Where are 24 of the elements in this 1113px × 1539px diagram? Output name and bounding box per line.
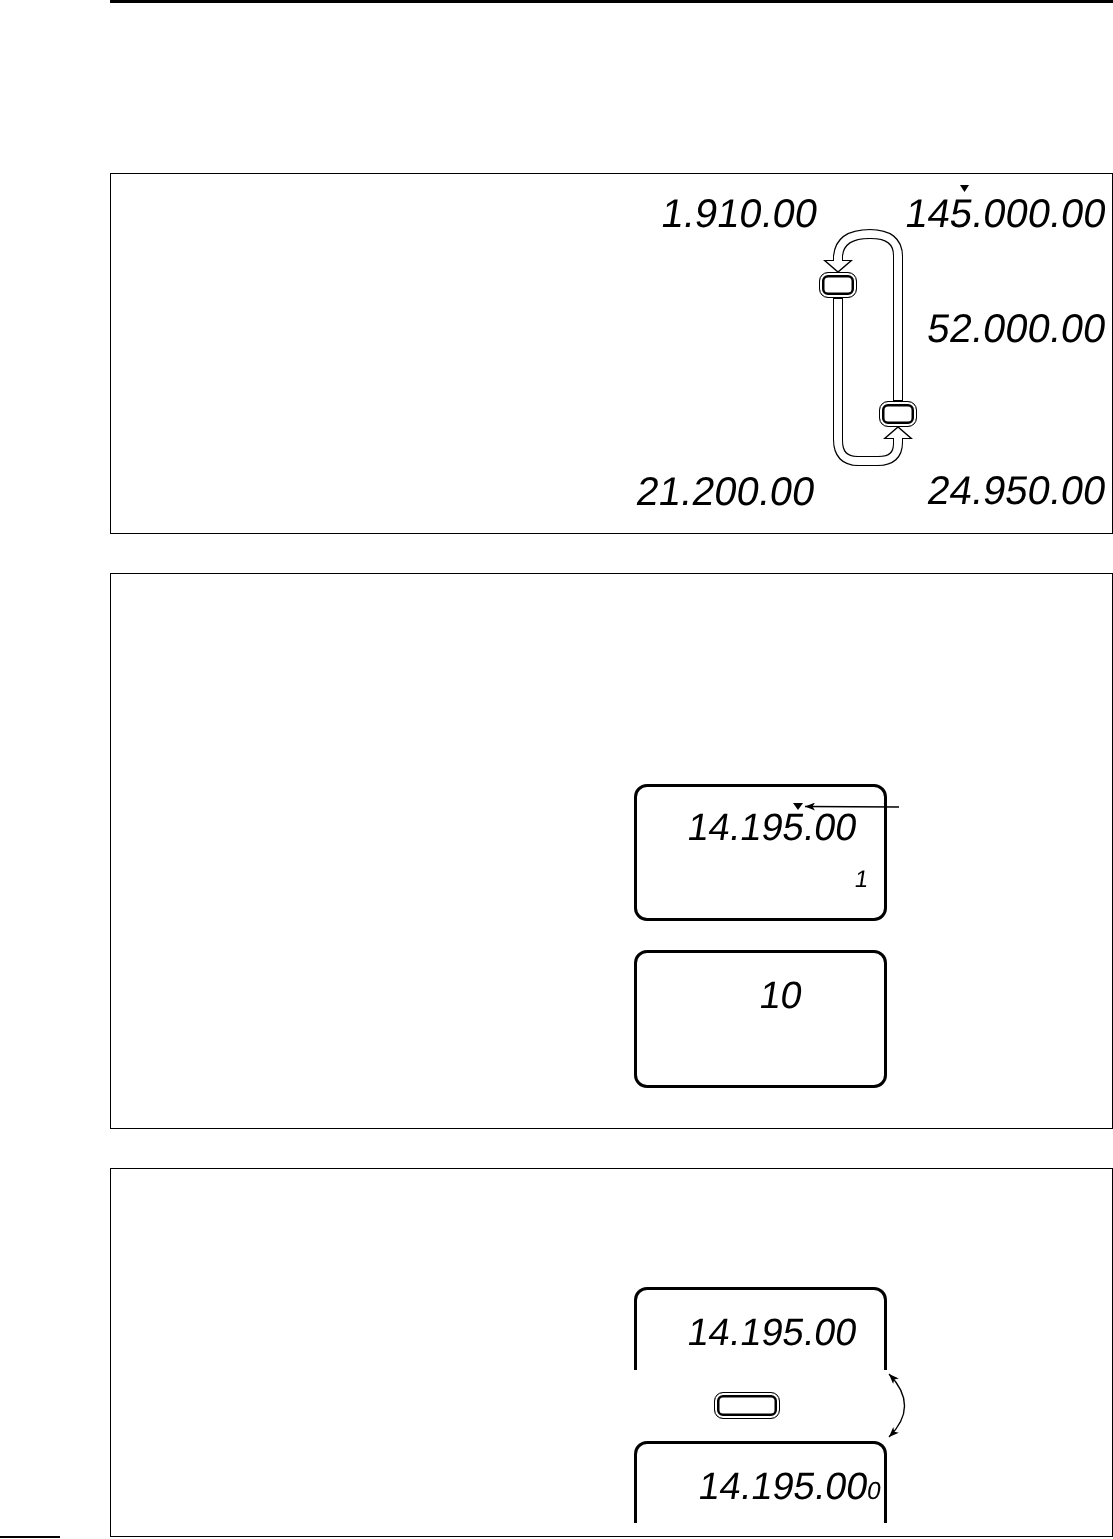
frequency-readout: 1.910.00 [659, 193, 822, 233]
key-symbol [713, 1391, 780, 1419]
pipe-arrow [833, 298, 913, 466]
caret-icon [792, 802, 803, 810]
frequency-readout: 145.000.00 [902, 193, 1110, 233]
digit-readout: 10 [757, 975, 806, 1014]
frequency-readout: 14.195.00 [685, 807, 861, 846]
frequency-readout: 14.195.00 [685, 1312, 861, 1351]
lcd-display [633, 783, 887, 921]
leader-arrow [804, 802, 900, 811]
frequency-readout: 24.950.00 [924, 470, 1110, 510]
key-symbol [818, 271, 857, 298]
digit-readout: 1 [853, 866, 871, 891]
framed-panel [110, 573, 1113, 1129]
lcd-display [633, 1286, 887, 1370]
frequency-readout: 52.000.00 [924, 308, 1110, 348]
curved-arrow [888, 1373, 906, 1438]
pipe-arrow [823, 229, 903, 401]
framed-panel [110, 1168, 1113, 1537]
lcd-display [633, 949, 887, 1088]
key-symbol [878, 400, 917, 427]
framed-panel [110, 173, 1113, 534]
lcd-display [633, 1440, 887, 1523]
frequency-readout: 21.200.00 [633, 471, 819, 511]
